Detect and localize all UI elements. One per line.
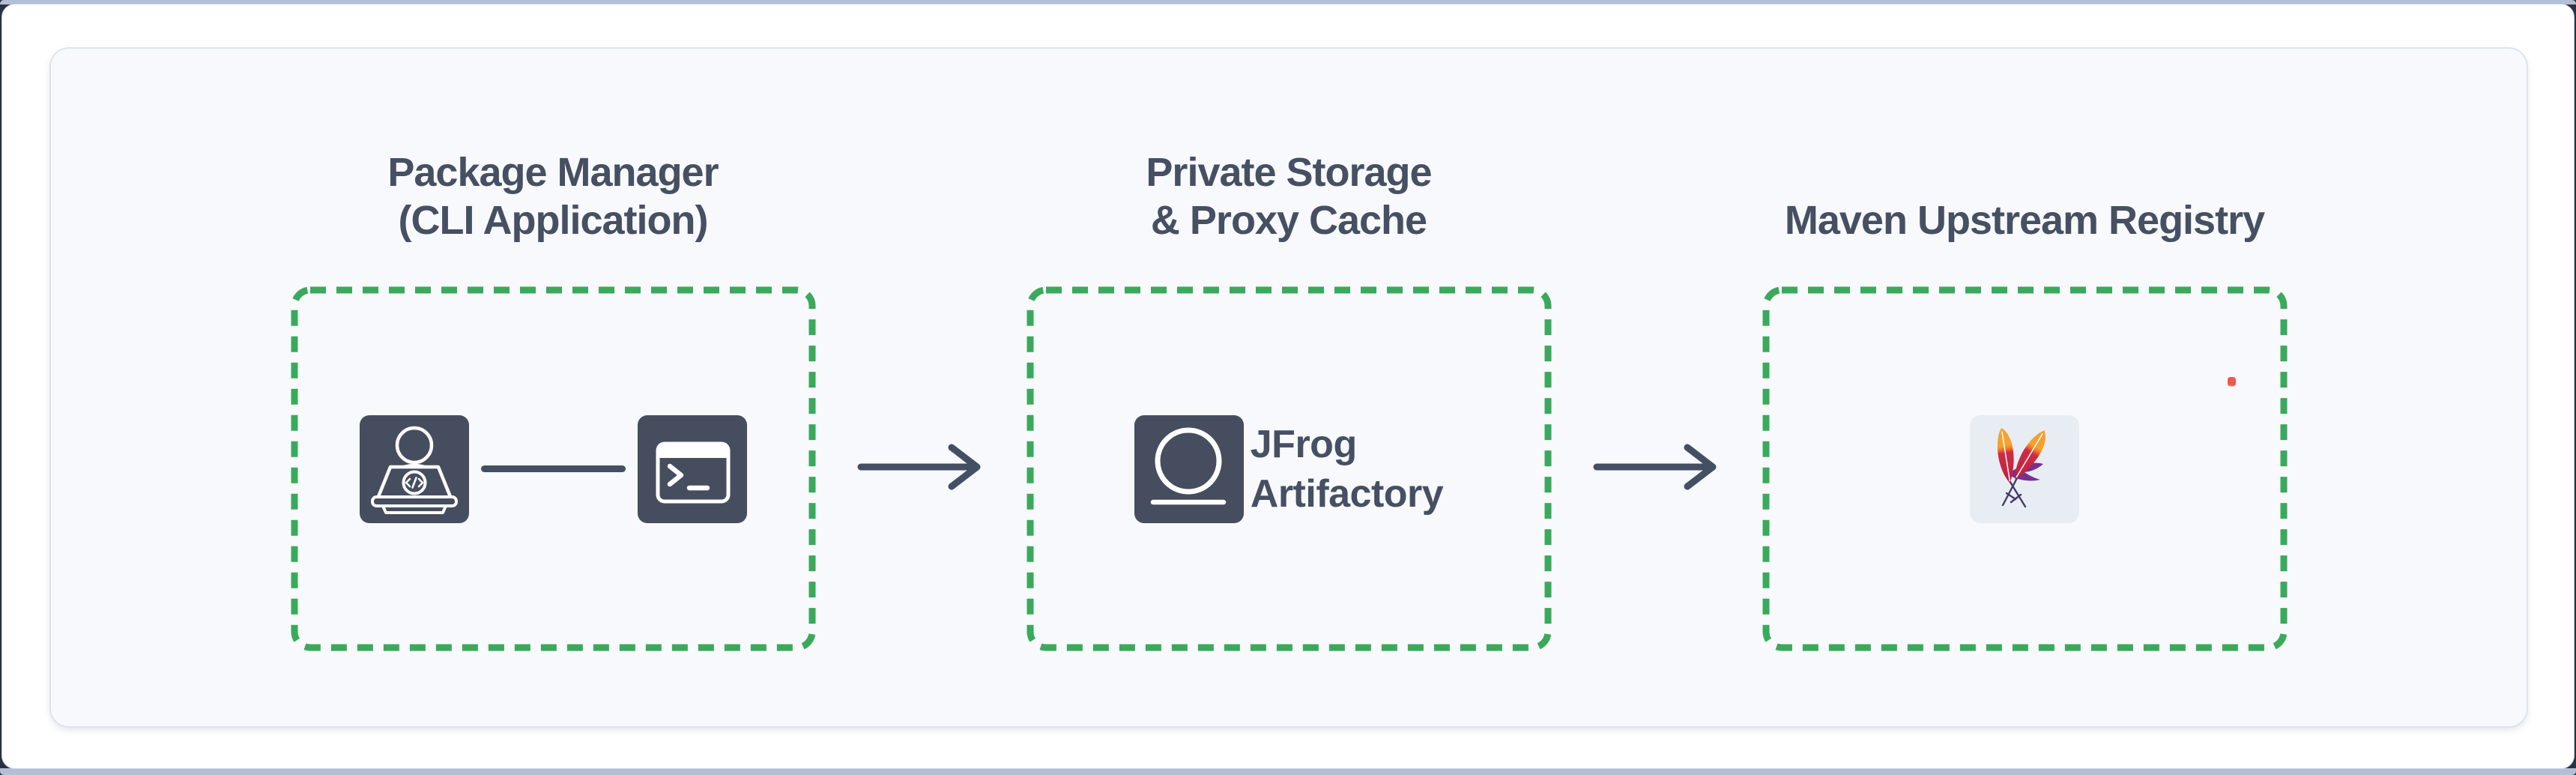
stage-title-wrap: Package Manager (CLI Application) (291, 49, 816, 286)
line (480, 465, 626, 472)
red-status-dot (2227, 377, 2236, 385)
maven-logo-tile (1970, 414, 2079, 523)
label-line-2: Artifactory (1250, 471, 1444, 516)
flow-arrow-1 (816, 49, 1027, 651)
diagram-panel: Package Manager (CLI Application) (49, 47, 2528, 728)
stage-maven-upstream: Maven Upstream Registry (1762, 49, 2288, 651)
title-line-1: Private Storage (1146, 150, 1432, 195)
label-line-1: JFrog (1250, 422, 1357, 466)
private-storage-content: JFrog Artifactory (1027, 286, 1552, 651)
dashed-border (1762, 286, 2287, 651)
diagram-flow: Package Manager (CLI Application) (51, 49, 2527, 726)
stage-title: Private Storage & Proxy Cache (1146, 148, 1432, 244)
page-edge-bottom (0, 768, 2576, 775)
jfrog-artifactory-icon (1134, 414, 1244, 523)
dashed-box-maven-upstream (1762, 286, 2288, 651)
maven-upstream-content (1762, 286, 2288, 651)
dashed-border (291, 286, 815, 651)
stage-title: Maven Upstream Registry (1784, 196, 2265, 244)
developer-laptop-icon (359, 414, 469, 523)
content-card: Package Manager (CLI Application) (1, 4, 2575, 769)
stage-package-manager: Package Manager (CLI Application) (291, 49, 816, 651)
maven-logo-icon (1997, 427, 2046, 507)
arrow-right-icon (1593, 444, 1716, 490)
connector-line (469, 465, 638, 472)
title-line-2: & Proxy Cache (1150, 198, 1427, 243)
stage-title-wrap: Maven Upstream Registry (1762, 49, 2288, 286)
package-manager-content (291, 286, 816, 651)
terminal-icon (637, 414, 747, 523)
dashed-box-package-manager (291, 286, 816, 651)
flow-arrow-2 (1552, 49, 1762, 651)
dashed-box-private-storage: JFrog Artifactory (1027, 286, 1552, 651)
arrow-right-icon (857, 444, 980, 490)
page-edge-top (0, 0, 2576, 4)
dashed-border (1027, 286, 1551, 651)
stage-title-wrap: Private Storage & Proxy Cache (1027, 49, 1552, 286)
title-line-2: (CLI Application) (398, 198, 709, 243)
stage-title: Package Manager (CLI Application) (387, 148, 719, 244)
stage-private-storage: Private Storage & Proxy Cache (1027, 49, 1552, 651)
title-line-1: Maven Upstream Registry (1784, 198, 2265, 243)
jfrog-artifactory-label: JFrog Artifactory (1250, 420, 1444, 519)
title-line-1: Package Manager (387, 150, 719, 195)
